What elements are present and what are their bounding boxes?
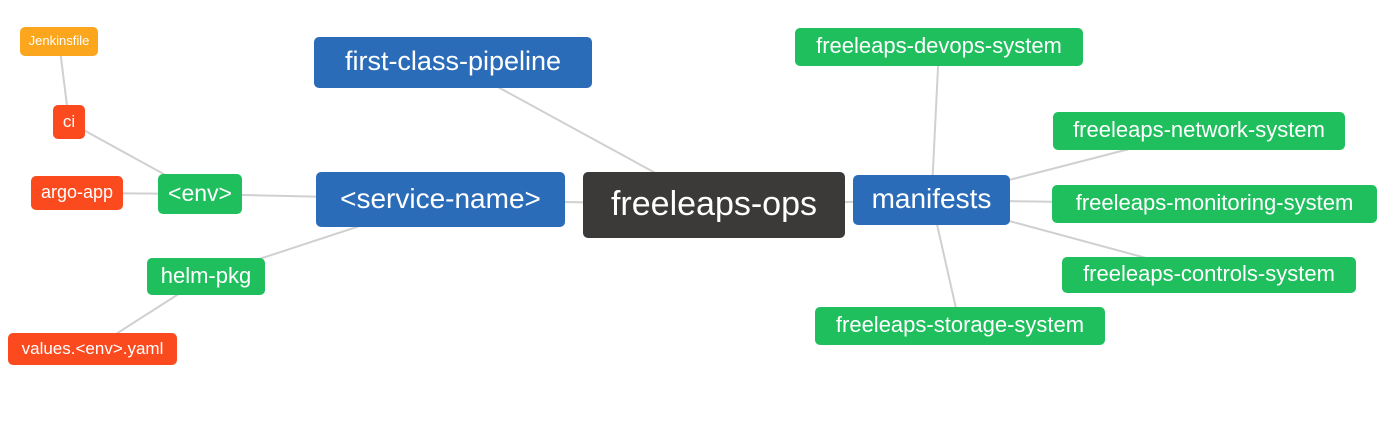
edge-manifests-to-freeleaps-devops-system [930,46,940,201]
node-freeleaps-devops-system[interactable]: freeleaps-devops-system [795,28,1083,66]
node-label: freeleaps-network-system [1073,117,1325,142]
node-label: argo-app [40,182,114,202]
node-label: freeleaps-ops [610,185,817,223]
node-label: <service-name> [340,182,541,214]
node-label: helm-pkg [160,262,252,288]
node-freeleaps-monitoring-system[interactable]: freeleaps-monitoring-system [1052,185,1377,223]
node-argo-app[interactable]: argo-app [31,176,123,210]
node-freeleaps-ops[interactable]: freeleaps-ops [583,172,845,238]
node-first-class-pipeline[interactable]: first-class-pipeline [314,37,592,88]
node-label: freeleaps-controls-system [1083,261,1335,286]
node-label: freeleaps-devops-system [816,33,1062,58]
node-label: <env> [168,179,232,206]
node-label: freeleaps-storage-system [835,312,1085,337]
node-helm-pkg[interactable]: helm-pkg [147,258,265,295]
node-env[interactable]: <env> [158,174,242,214]
node-label: ci [62,111,76,131]
node-label: manifests [871,183,992,214]
node-service-name[interactable]: <service-name> [316,172,565,227]
node-label: first-class-pipeline [344,46,562,76]
node-freeleaps-storage-system[interactable]: freeleaps-storage-system [815,307,1105,345]
node-freeleaps-controls-system[interactable]: freeleaps-controls-system [1062,257,1356,293]
node-values-env-yaml[interactable]: values.<env>.yaml [8,333,177,365]
node-ci[interactable]: ci [53,105,85,139]
node-jenkinsfile[interactable]: Jenkinsfile [20,27,98,56]
node-label: values.<env>.yaml [21,338,164,358]
node-freeleaps-network-system[interactable]: freeleaps-network-system [1053,112,1345,150]
node-label: Jenkinsfile [28,33,90,48]
node-label: freeleaps-monitoring-system [1075,190,1354,215]
node-manifests[interactable]: manifests [853,175,1010,225]
